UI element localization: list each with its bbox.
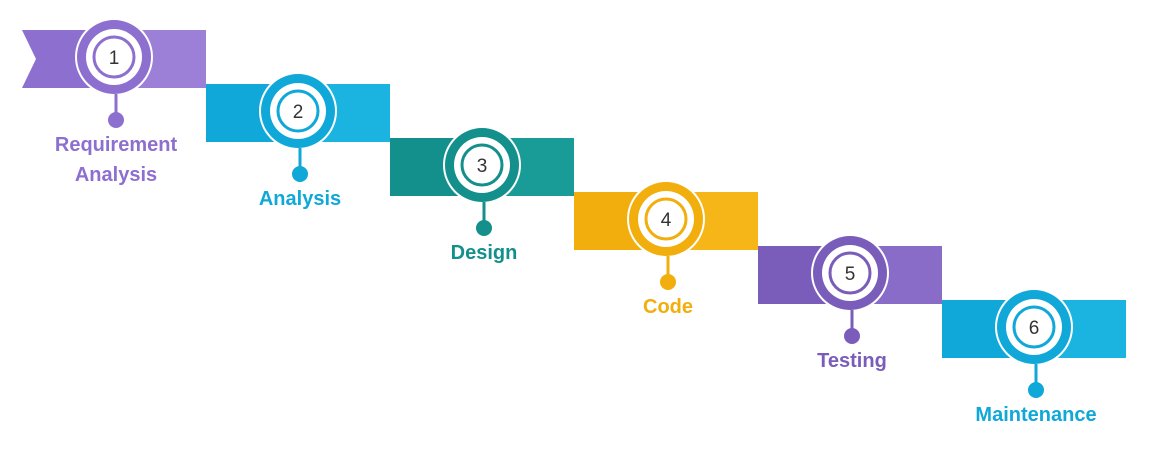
- circle-inner-6: [1012, 305, 1056, 349]
- circle-inner-5: [828, 251, 872, 295]
- connector-dot-2: [292, 166, 308, 182]
- circle-inner-1: [92, 35, 136, 79]
- stage-number-1: 1: [109, 48, 120, 69]
- stage-label-2: Analysis: [259, 188, 341, 210]
- connector-dot-6: [1028, 382, 1044, 398]
- ribbon-layer: [22, 30, 1126, 358]
- stage-number-6: 6: [1029, 318, 1040, 339]
- stage-number-4: 4: [661, 210, 672, 231]
- connector-dot-5: [844, 328, 860, 344]
- connector-dot-3: [476, 220, 492, 236]
- stage-label-1-line-2: Analysis: [75, 164, 157, 186]
- stage-label-3: Design: [451, 242, 518, 264]
- label-layer: RequirementAnalysisAnalysisDesignCodeTes…: [55, 134, 1097, 426]
- stage-label-4: Code: [643, 296, 693, 318]
- connector-dot-1: [108, 112, 124, 128]
- circle-inner-4: [644, 197, 688, 241]
- circle-inner-3: [460, 143, 504, 187]
- stage-number-3: 3: [477, 156, 488, 177]
- connector-dot-4: [660, 274, 676, 290]
- stage-label-6: Maintenance: [975, 404, 1096, 426]
- circle-layer: 1 2 3 4 5 6: [75, 18, 1073, 398]
- stage-number-2: 2: [293, 102, 304, 123]
- circle-inner-2: [276, 89, 320, 133]
- stage-label-5: Testing: [817, 350, 887, 372]
- stage-label-1-line-1: Requirement: [55, 134, 178, 156]
- stage-number-5: 5: [845, 264, 856, 285]
